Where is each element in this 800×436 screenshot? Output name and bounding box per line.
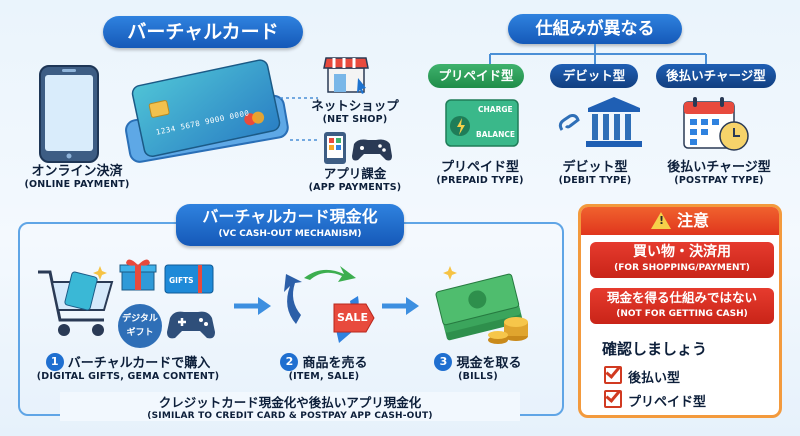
- tree-connector: [489, 44, 707, 68]
- card-balance-text: BALANCE: [476, 130, 516, 139]
- arrow-right-icon: [234, 297, 271, 315]
- gift-box-icon: [118, 256, 158, 292]
- tag-prepaid: プリペイド型: [428, 64, 524, 88]
- arrow-right-icon: [382, 297, 419, 315]
- recycle-sale-icon: SALE: [276, 262, 376, 346]
- mechanism-differs-title: 仕組みが異なる: [508, 14, 682, 44]
- prepaid-card-icon: CHARGE BALANCE: [442, 96, 522, 150]
- checkbox-checked-icon: [604, 390, 622, 408]
- debit-type-label: デビット型 (DEBIT TYPE): [558, 160, 632, 186]
- similar-to-footer: クレジットカード現金化や後払いアプリ現金化 (SIMILAR TO CREDIT…: [60, 392, 520, 421]
- step-number: 1: [45, 353, 64, 371]
- app-payment-icon: [322, 130, 392, 166]
- tag-debit: デビット型: [550, 64, 638, 88]
- bank-icon: [556, 94, 642, 152]
- step-number: 3: [434, 353, 453, 371]
- virtual-card-illustration: 1234 5678 9000 0000: [115, 58, 295, 168]
- checkbox-checked-icon: [604, 366, 622, 384]
- virtual-card-title: バーチャルカード: [103, 16, 303, 48]
- postpay-type-label: 後払いチャージ型 (POSTPAY TYPE): [667, 160, 771, 186]
- card-charge-text: CHARGE: [478, 105, 513, 114]
- online-payment-label: オンライン決済 (ONLINE PAYMENT): [24, 164, 130, 190]
- prepaid-type-label: プリペイド型 (PREPAID TYPE): [436, 160, 524, 186]
- digital-gift-badge: デジタル ギフト: [118, 304, 162, 348]
- tag-postpay: 後払いチャージ型: [656, 64, 776, 88]
- gift-card-icon: GIFTS: [164, 264, 214, 294]
- cash-out-title: バーチャルカード現金化 (VC CASH-OUT MECHANISM): [176, 204, 404, 246]
- phone-icon: [38, 64, 100, 164]
- shopping-cart-icon: [34, 262, 118, 344]
- cash-bills-icon: [430, 262, 536, 346]
- for-shopping-box: 買い物・決済用 (FOR SHOPPING/PAYMENT): [590, 242, 774, 278]
- net-shop-label: ネットショップ (NET SHOP): [311, 98, 399, 125]
- step-number: 2: [280, 353, 299, 371]
- check-item-postpay: 後払い型: [604, 366, 680, 386]
- calendar-clock-icon: [680, 94, 752, 154]
- check-item-prepaid: プリペイド型: [604, 390, 706, 410]
- caution-header: !注意: [581, 207, 779, 235]
- gifts-text: GIFTS: [169, 276, 194, 285]
- check-title: 確認しましょう: [602, 340, 708, 358]
- sale-tag-text: SALE: [337, 311, 368, 324]
- warning-icon: !: [650, 212, 671, 229]
- connector-lines-top: [280, 97, 318, 141]
- not-for-cash-box: 現金を得る仕組みではない (NOT FOR GETTING CASH): [590, 288, 774, 324]
- app-payments-label: アプリ課金 (APP PAYMENTS): [308, 166, 402, 193]
- game-controller-icon: [166, 308, 216, 342]
- shop-icon: [322, 52, 372, 94]
